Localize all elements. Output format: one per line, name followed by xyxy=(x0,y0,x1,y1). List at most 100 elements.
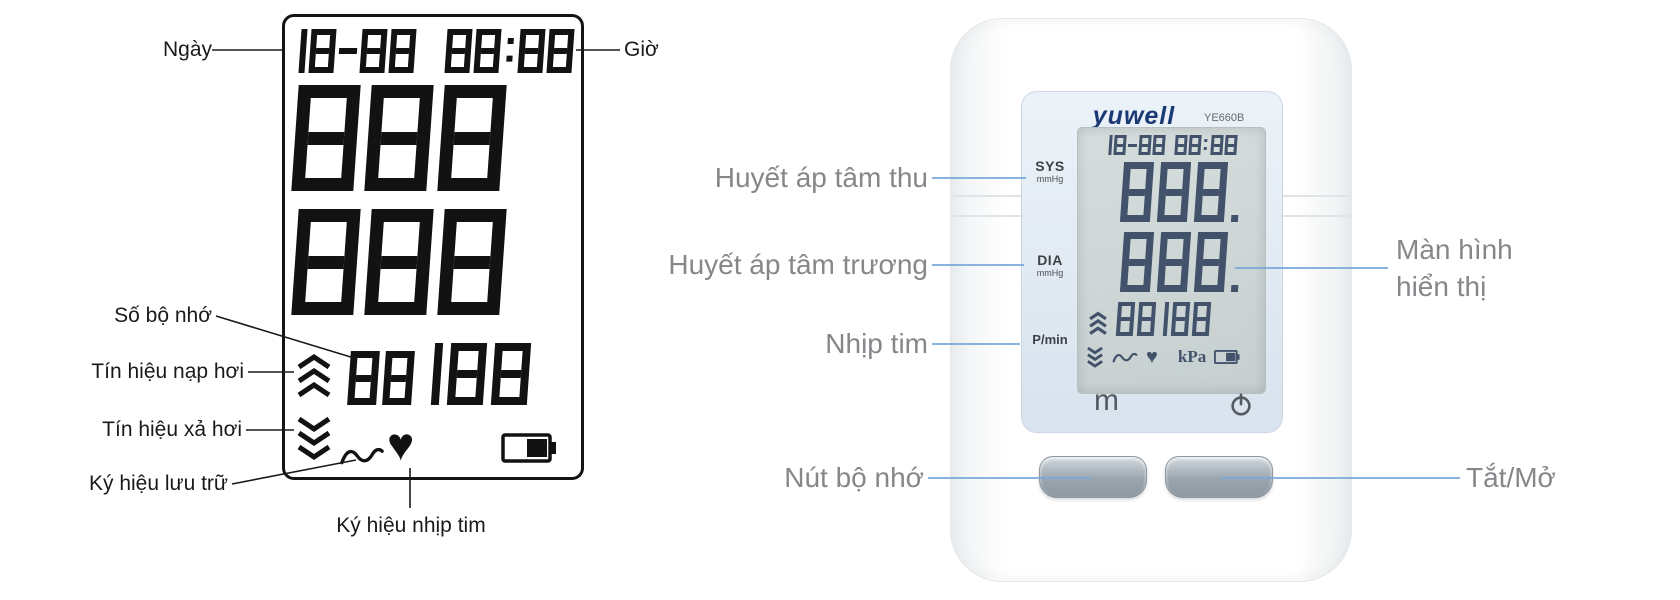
sys-label: SYS xyxy=(1035,158,1065,174)
label-deflate-signal: Tín hiệu xả hơi xyxy=(102,418,242,441)
inflate-icon xyxy=(1089,311,1107,335)
screen-icons-row: ♥ kPa xyxy=(1086,346,1259,368)
segment-digit xyxy=(1231,232,1244,292)
segment-digit xyxy=(1105,135,1114,155)
label-time: Giờ xyxy=(624,38,659,61)
segment-digit xyxy=(1156,232,1192,292)
model-number: YE660B xyxy=(1204,112,1245,124)
label-date: Ngày xyxy=(162,38,212,61)
device-front-panel: yuwell YE660B SYS mmHg DIA mmHg P/min xyxy=(1021,91,1283,433)
segment-digit xyxy=(490,343,532,405)
segment-digit xyxy=(1188,135,1202,155)
pulse-panel-label: P/min xyxy=(1032,332,1068,347)
lcd-systolic-digits xyxy=(291,85,507,191)
dia-panel-label: DIA mmHg xyxy=(1026,252,1074,278)
segment-digit xyxy=(364,85,434,191)
segment-digit xyxy=(1119,232,1155,292)
segment-digit xyxy=(1231,162,1244,222)
screen-memory-pulse-digits xyxy=(1115,302,1211,336)
unit-label: kPa xyxy=(1177,347,1207,366)
brand-logo: yuwell xyxy=(1092,102,1176,130)
callout-display-line1: Màn hình xyxy=(1396,234,1513,265)
segment-digit xyxy=(473,29,502,73)
screen-diastolic-digits xyxy=(1119,232,1244,292)
segment-digit xyxy=(291,209,361,315)
segment-digit xyxy=(382,351,415,405)
segment-digit xyxy=(1223,135,1238,155)
segment-digit xyxy=(546,29,575,73)
segment-digit xyxy=(358,29,388,73)
segment-digit xyxy=(347,351,380,405)
device-body: yuwell YE660B SYS mmHg DIA mmHg P/min xyxy=(950,18,1352,582)
callout-memory-button: Nút bộ nhớ xyxy=(784,462,924,493)
segment-digit xyxy=(502,29,516,73)
heart-icon: ♥ xyxy=(1146,346,1158,368)
segment-digit xyxy=(307,29,337,73)
segment-digit xyxy=(1152,135,1166,155)
storage-icon xyxy=(340,447,384,465)
segment-digit xyxy=(420,343,444,405)
deflate-icon xyxy=(1087,346,1103,368)
power-icon xyxy=(1231,393,1251,416)
label-inflate-signal: Tín hiệu nạp hơi xyxy=(91,360,244,383)
dia-unit-label: mmHg xyxy=(1036,268,1064,278)
lcd-memory-digits xyxy=(347,351,415,405)
battery-icon xyxy=(1214,350,1240,364)
memory-button-label: m xyxy=(1094,384,1119,417)
lcd-diastolic-digits xyxy=(291,209,507,315)
segment-digit xyxy=(1115,302,1136,336)
screen-date-digits xyxy=(1105,135,1166,155)
segment-digit xyxy=(1202,135,1209,155)
segment-digit xyxy=(444,29,473,73)
segment-digit xyxy=(1128,135,1138,155)
screen-pulse-row xyxy=(1088,302,1211,336)
segment-digit xyxy=(1156,162,1192,222)
segment-digit xyxy=(517,29,546,73)
segment-digit xyxy=(1174,135,1188,155)
label-storage-symbol: Ký hiệu lưu trữ xyxy=(88,472,228,495)
power-button xyxy=(1165,456,1273,498)
sys-panel-label: SYS mmHg xyxy=(1026,158,1074,184)
segment-digit xyxy=(1193,232,1229,292)
segment-digit xyxy=(1170,302,1190,336)
lcd-date-digits xyxy=(291,29,417,73)
lcd-schematic-frame: ♥ xyxy=(282,14,584,480)
segment-digit xyxy=(291,29,308,73)
segment-digit xyxy=(1136,302,1157,336)
segment-digit xyxy=(387,29,417,73)
dia-label: DIA xyxy=(1037,252,1063,268)
callout-display-line2: hiển thị xyxy=(1396,271,1487,302)
battery-icon xyxy=(501,433,556,463)
segment-digit xyxy=(437,209,507,315)
inflate-icon xyxy=(297,353,331,398)
segment-digit xyxy=(446,343,488,405)
callout-diastolic: Huyết áp tâm trương xyxy=(668,249,928,280)
lcd-pulse-digits xyxy=(420,343,532,405)
callout-systolic: Huyết áp tâm thu xyxy=(714,162,928,193)
heart-icon: ♥ xyxy=(387,418,415,470)
screen-time-digits xyxy=(1174,135,1238,155)
segment-digit xyxy=(437,85,507,191)
segment-digit xyxy=(1157,302,1169,336)
segment-digit xyxy=(1138,135,1152,155)
sys-unit-label: mmHg xyxy=(1036,174,1064,184)
screen-systolic-digits xyxy=(1119,162,1244,222)
segment-digit xyxy=(1193,162,1229,222)
screen-datetime-row xyxy=(1078,135,1265,155)
callout-power: Tắt/Mở xyxy=(1466,462,1556,493)
storage-icon xyxy=(1112,352,1138,363)
memory-button xyxy=(1039,456,1147,498)
lcd-time-digits xyxy=(444,29,575,73)
segment-digit xyxy=(364,209,434,315)
callout-display: Màn hình hiển thị xyxy=(1396,231,1513,305)
callout-pulse: Nhịp tim xyxy=(825,328,928,359)
segment-digit xyxy=(337,29,358,73)
segment-digit xyxy=(1191,302,1211,336)
label-heartbeat-symbol: Ký hiệu nhịp tim xyxy=(336,514,486,537)
deflate-icon xyxy=(297,416,331,461)
segment-digit xyxy=(1209,135,1224,155)
lcd-datetime-row xyxy=(291,29,575,73)
label-memory-number: Số bộ nhớ xyxy=(114,304,212,327)
segment-digit xyxy=(291,85,361,191)
